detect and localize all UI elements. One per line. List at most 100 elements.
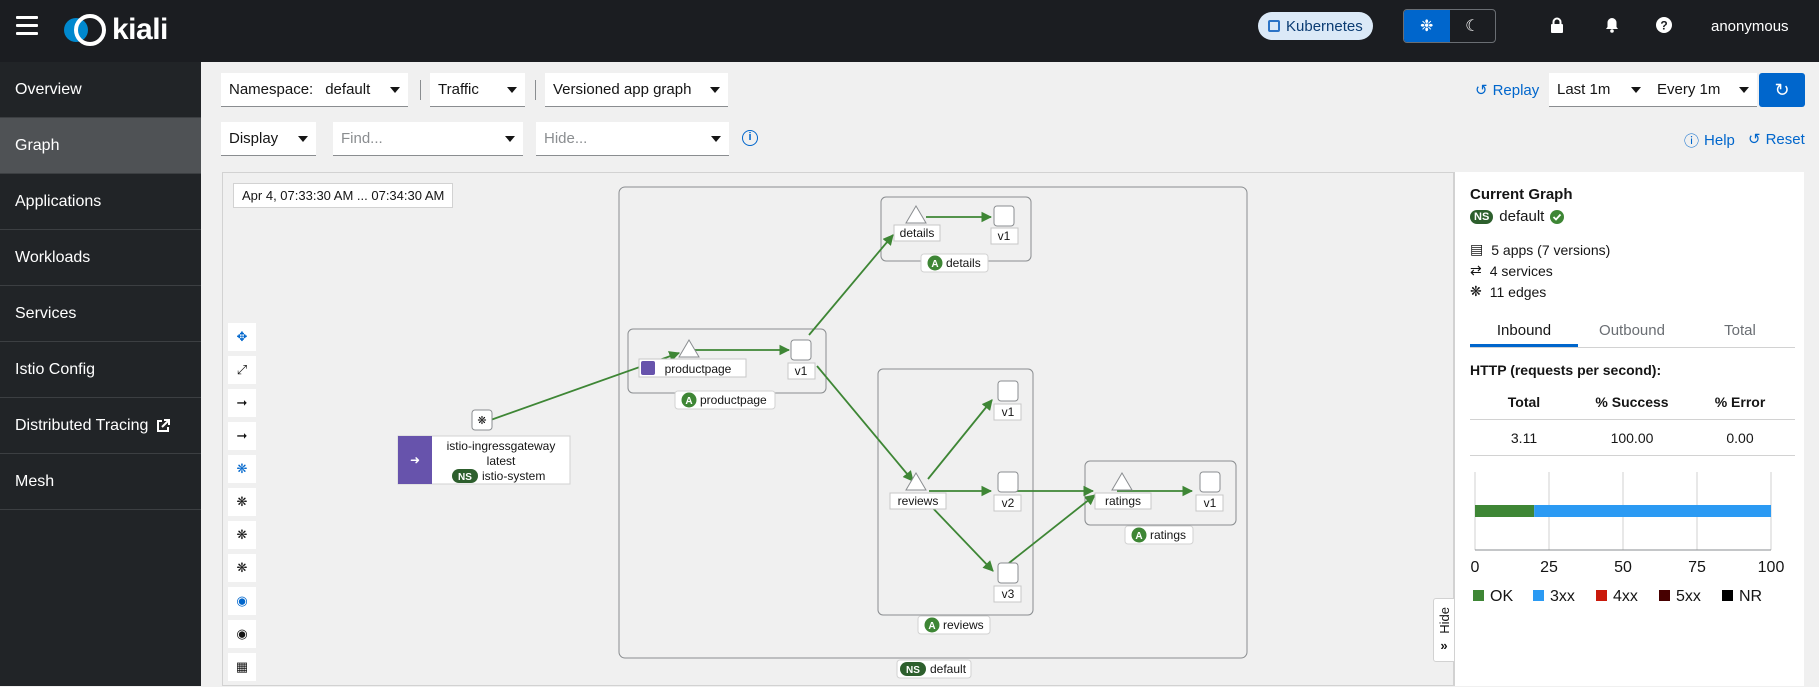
namespace-box-label: default xyxy=(930,662,967,676)
user-menu[interactable]: anonymous xyxy=(1711,18,1789,35)
find-input[interactable]: Find... xyxy=(333,122,523,156)
gateway-name-label: istio-ingressgateway xyxy=(447,439,556,453)
namespace-label: Namespace: xyxy=(229,81,314,98)
col-total: Total xyxy=(1507,393,1541,410)
ns-badge-icon: NS xyxy=(1470,209,1494,224)
sidebar-item-services[interactable]: Services xyxy=(0,286,201,342)
help-link[interactable]: ⓘ Help xyxy=(1684,130,1735,151)
legend-label-ok: OK xyxy=(1490,588,1513,605)
legend-map-icon[interactable]: ▦ xyxy=(228,653,256,681)
reviews-service-label: reviews xyxy=(898,494,939,508)
details-service-node[interactable] xyxy=(905,205,927,224)
details-v1-node[interactable] xyxy=(993,205,1015,227)
edge-reviews-v3[interactable] xyxy=(927,502,994,572)
chevron-down-icon[interactable] xyxy=(505,135,515,142)
bar-3xx xyxy=(1534,505,1771,517)
layout-default-icon[interactable]: ❋ xyxy=(228,455,256,483)
productpage-service-label: productpage xyxy=(665,362,732,376)
legend-swatch-5xx xyxy=(1659,590,1670,601)
traffic-select[interactable]: Traffic xyxy=(430,73,525,107)
tick-label: 75 xyxy=(1688,559,1706,576)
edge-productpage-reviews[interactable] xyxy=(816,365,914,482)
refresh-button[interactable]: ↻ xyxy=(1759,73,1805,107)
service-graph[interactable]: details v1 A details productpage v1 A pr… xyxy=(223,173,1455,687)
hide-input[interactable]: Hide... xyxy=(536,122,729,156)
sidebar-item-workloads[interactable]: Workloads xyxy=(0,230,201,286)
graph-edges[interactable] xyxy=(484,211,1194,572)
cluster-badge: Kubernetes xyxy=(1258,12,1373,40)
lock-icon[interactable] xyxy=(1550,17,1564,38)
svg-text:A: A xyxy=(928,621,935,632)
reviews-app-box[interactable] xyxy=(877,368,1034,616)
question-circle-icon: ⓘ xyxy=(1684,133,1700,150)
graph-canvas[interactable]: Apr 4, 07:33:30 AM ... 07:34:30 AM ✥ ⤢ ➞… xyxy=(222,172,1454,686)
pan-icon[interactable]: ✥ xyxy=(228,323,256,351)
layout-1-icon[interactable]: ❋ xyxy=(228,488,256,516)
reviews-app-label: reviews xyxy=(943,618,984,632)
tab-inbound[interactable]: Inbound xyxy=(1470,314,1578,347)
hide-label: Hide xyxy=(1436,607,1452,634)
ratings-service-node[interactable] xyxy=(1111,472,1133,491)
graph-type-select[interactable]: Versioned app graph xyxy=(545,73,728,107)
gateway-icon xyxy=(398,436,432,484)
fit-to-screen-icon[interactable]: ⤢ xyxy=(228,356,256,384)
sidebar-item-distributed-tracing[interactable]: Distributed Tracing xyxy=(0,398,201,454)
help-icon[interactable]: ? xyxy=(1656,17,1672,38)
reviews-v3-label: v3 xyxy=(1002,587,1015,601)
apps-icon: ▤ xyxy=(1470,241,1484,257)
duration-select[interactable]: Last 1m xyxy=(1549,73,1649,107)
gateway-service-node[interactable] xyxy=(471,409,493,431)
reviews-v3-node[interactable] xyxy=(997,562,1019,584)
namespace-layout-icon[interactable]: ◉ xyxy=(228,587,256,615)
edge-reviews-v1[interactable] xyxy=(927,399,993,480)
sidebar-item-graph[interactable]: Graph xyxy=(0,118,201,174)
ratings-v1-node[interactable] xyxy=(1199,471,1221,493)
layout-2-icon[interactable]: ❋ xyxy=(228,521,256,549)
productpage-service-node[interactable] xyxy=(678,339,700,358)
display-select[interactable]: Display xyxy=(221,122,316,156)
productpage-v1-node[interactable] xyxy=(790,339,812,361)
legend-swatch-nr xyxy=(1722,590,1733,601)
find-placeholder: Find... xyxy=(341,130,383,147)
details-app-label: details xyxy=(946,256,981,270)
replay-button[interactable]: ↺ Replay xyxy=(1475,81,1539,100)
sidebar-item-mesh[interactable]: Mesh xyxy=(0,454,201,510)
panel-namespace: NS default xyxy=(1470,208,1565,225)
hamburger-menu-icon[interactable] xyxy=(16,16,38,36)
graph-type-label: Versioned app graph xyxy=(553,81,692,98)
moon-icon[interactable]: ☾ xyxy=(1465,18,1480,35)
chevron-down-icon xyxy=(710,86,720,93)
panel-namespace-label[interactable]: default xyxy=(1499,208,1545,225)
edge-v3-ratings[interactable] xyxy=(1008,494,1096,564)
http-heading: HTTP (requests per second): xyxy=(1470,362,1662,378)
namespace-select[interactable]: Namespace: default xyxy=(221,73,408,107)
edge-productpage-details[interactable] xyxy=(808,234,894,336)
info-icon[interactable]: i xyxy=(742,130,758,146)
reviews-v1-node[interactable] xyxy=(997,380,1019,402)
sidebar-item-applications[interactable]: Applications xyxy=(0,174,201,230)
kiali-logo[interactable]: kiali xyxy=(62,10,168,50)
sidebar-item-istio-config[interactable]: Istio Config xyxy=(0,342,201,398)
reviews-v2-node[interactable] xyxy=(997,471,1019,493)
reviews-service-node[interactable] xyxy=(905,472,927,491)
layout-3-icon[interactable]: ❋ xyxy=(228,554,256,582)
edges-icon: ❋ xyxy=(1470,283,1482,299)
theme-toggle[interactable]: ❉ ☾ xyxy=(1403,9,1496,43)
reviews-v1-label: v1 xyxy=(1002,405,1015,419)
tab-outbound[interactable]: Outbound xyxy=(1599,322,1665,339)
sidebar-item-overview[interactable]: Overview xyxy=(0,62,201,118)
tab-total[interactable]: Total xyxy=(1724,322,1756,339)
refresh-interval-select[interactable]: Every 1m xyxy=(1649,73,1757,107)
bell-icon[interactable] xyxy=(1605,17,1619,38)
hide-panel-button[interactable]: Hide » xyxy=(1433,598,1455,662)
zoom-out-icon[interactable]: ➞ xyxy=(228,422,256,450)
sun-icon[interactable]: ❉ xyxy=(1404,10,1450,42)
reviews-v2-label: v2 xyxy=(1002,496,1015,510)
cluster-label: Kubernetes xyxy=(1286,17,1363,35)
details-service-label: details xyxy=(900,226,935,240)
reset-link[interactable]: ↺ Reset xyxy=(1748,130,1805,149)
namespace-layout-2-icon[interactable]: ◉ xyxy=(228,620,256,648)
cell-total: 3.11 xyxy=(1510,429,1538,446)
chevron-down-icon[interactable] xyxy=(711,135,721,142)
zoom-in-icon[interactable]: ➞ xyxy=(228,389,256,417)
